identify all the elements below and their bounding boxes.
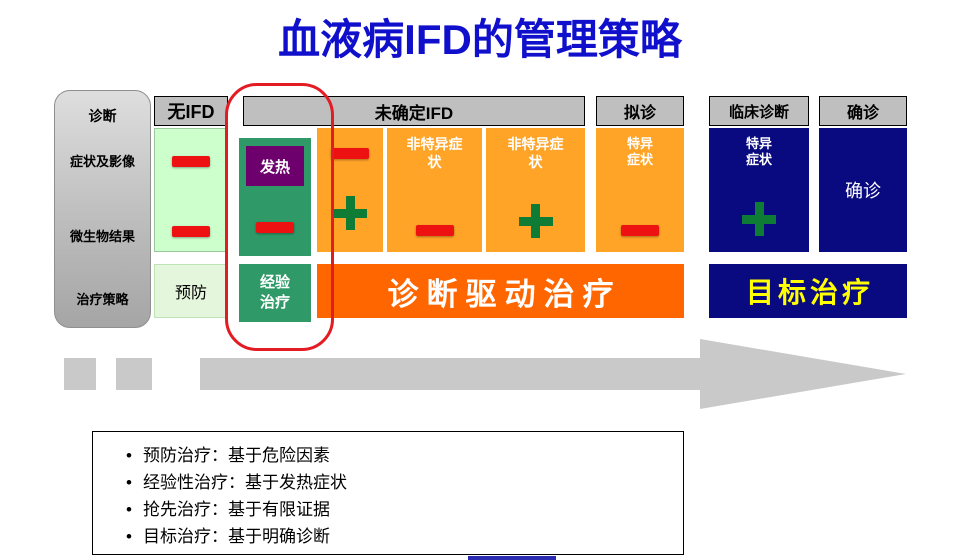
row-label-symptoms: 症状及影像 [69, 154, 135, 169]
fever-badge: 发热 [246, 146, 304, 186]
cell-specific-positive: 特异症状 [709, 128, 809, 252]
column-header-no-ifd: 无IFD [154, 96, 228, 126]
treatment-targeted: 目标治疗 [709, 264, 907, 318]
legend-text: 预防治疗：基于危险因素 [143, 446, 330, 465]
negative-result-icon [415, 225, 454, 236]
cell-nonspecific-positive: 非特异症状 [486, 128, 585, 252]
cell-proven: 确诊 [819, 128, 907, 252]
progression-arrow-body [200, 358, 700, 390]
positive-result-icon [333, 196, 367, 230]
cell-label: 非特异症状 [406, 136, 463, 170]
legend-text: 抢先治疗：基于有限证据 [143, 500, 330, 519]
cell-fever-empirical: 发热 [239, 138, 311, 256]
arrow-segment-2 [116, 358, 152, 390]
row-labels-panel: 诊断 症状及影像 微生物结果 治疗策略 [54, 90, 151, 328]
legend-box: • 预防治疗：基于危险因素 • 经验性治疗：基于发热症状 • 抢先治疗：基于有限… [92, 431, 684, 555]
bullet-icon: • [126, 527, 132, 546]
bullet-icon: • [126, 500, 132, 519]
bullet-icon: • [126, 446, 132, 465]
positive-result-icon [742, 202, 776, 236]
row-label-microbiology: 微生物结果 [69, 229, 135, 244]
column-header-possible: 拟诊 [596, 96, 684, 126]
footer-accent-line [468, 556, 556, 560]
column-header-undetermined: 未确定IFD [243, 96, 585, 126]
cell-nonspecific-negative: 非特异症状 [387, 128, 482, 252]
negative-result-icon [621, 225, 659, 236]
negative-result-icon [172, 156, 210, 167]
legend-text: 目标治疗：基于明确诊断 [143, 527, 330, 546]
cell-label: 特异症状 [745, 136, 772, 168]
bullet-icon: • [126, 473, 132, 492]
treatment-prophylaxis: 预防 [154, 264, 228, 318]
empirical-highlight-outline [225, 83, 334, 351]
cell-undetermined-1 [317, 128, 383, 252]
negative-result-icon [172, 226, 210, 237]
legend-item: • 抢先治疗：基于有限证据 [115, 496, 683, 523]
treatment-empirical: 经验治疗 [239, 264, 311, 322]
negative-result-icon [256, 222, 294, 233]
positive-result-icon [518, 204, 553, 238]
cell-label: 非特异症状 [507, 136, 564, 170]
page-title: 血液病IFD的管理策略 [278, 16, 682, 63]
progression-arrow-head [700, 339, 906, 409]
legend-item: • 预防治疗：基于危险因素 [115, 442, 683, 469]
row-label-strategy: 治疗策略 [76, 292, 129, 307]
cell-specific-negative: 特异症状 [596, 128, 684, 252]
legend-item: • 目标治疗：基于明确诊断 [115, 523, 683, 550]
arrow-segment-1 [64, 358, 96, 390]
negative-result-icon [331, 148, 369, 159]
legend-text: 经验性治疗：基于发热症状 [143, 473, 347, 492]
row-label-diagnosis: 诊断 [88, 108, 117, 124]
cell-no-ifd-findings [154, 128, 228, 252]
column-header-clinical: 临床诊断 [709, 96, 809, 126]
legend-item: • 经验性治疗：基于发热症状 [115, 469, 683, 496]
treatment-diagnostic-driven: 诊断驱动治疗 [317, 264, 684, 318]
cell-label: 特异症状 [626, 136, 653, 168]
column-header-proven: 确诊 [819, 96, 907, 126]
